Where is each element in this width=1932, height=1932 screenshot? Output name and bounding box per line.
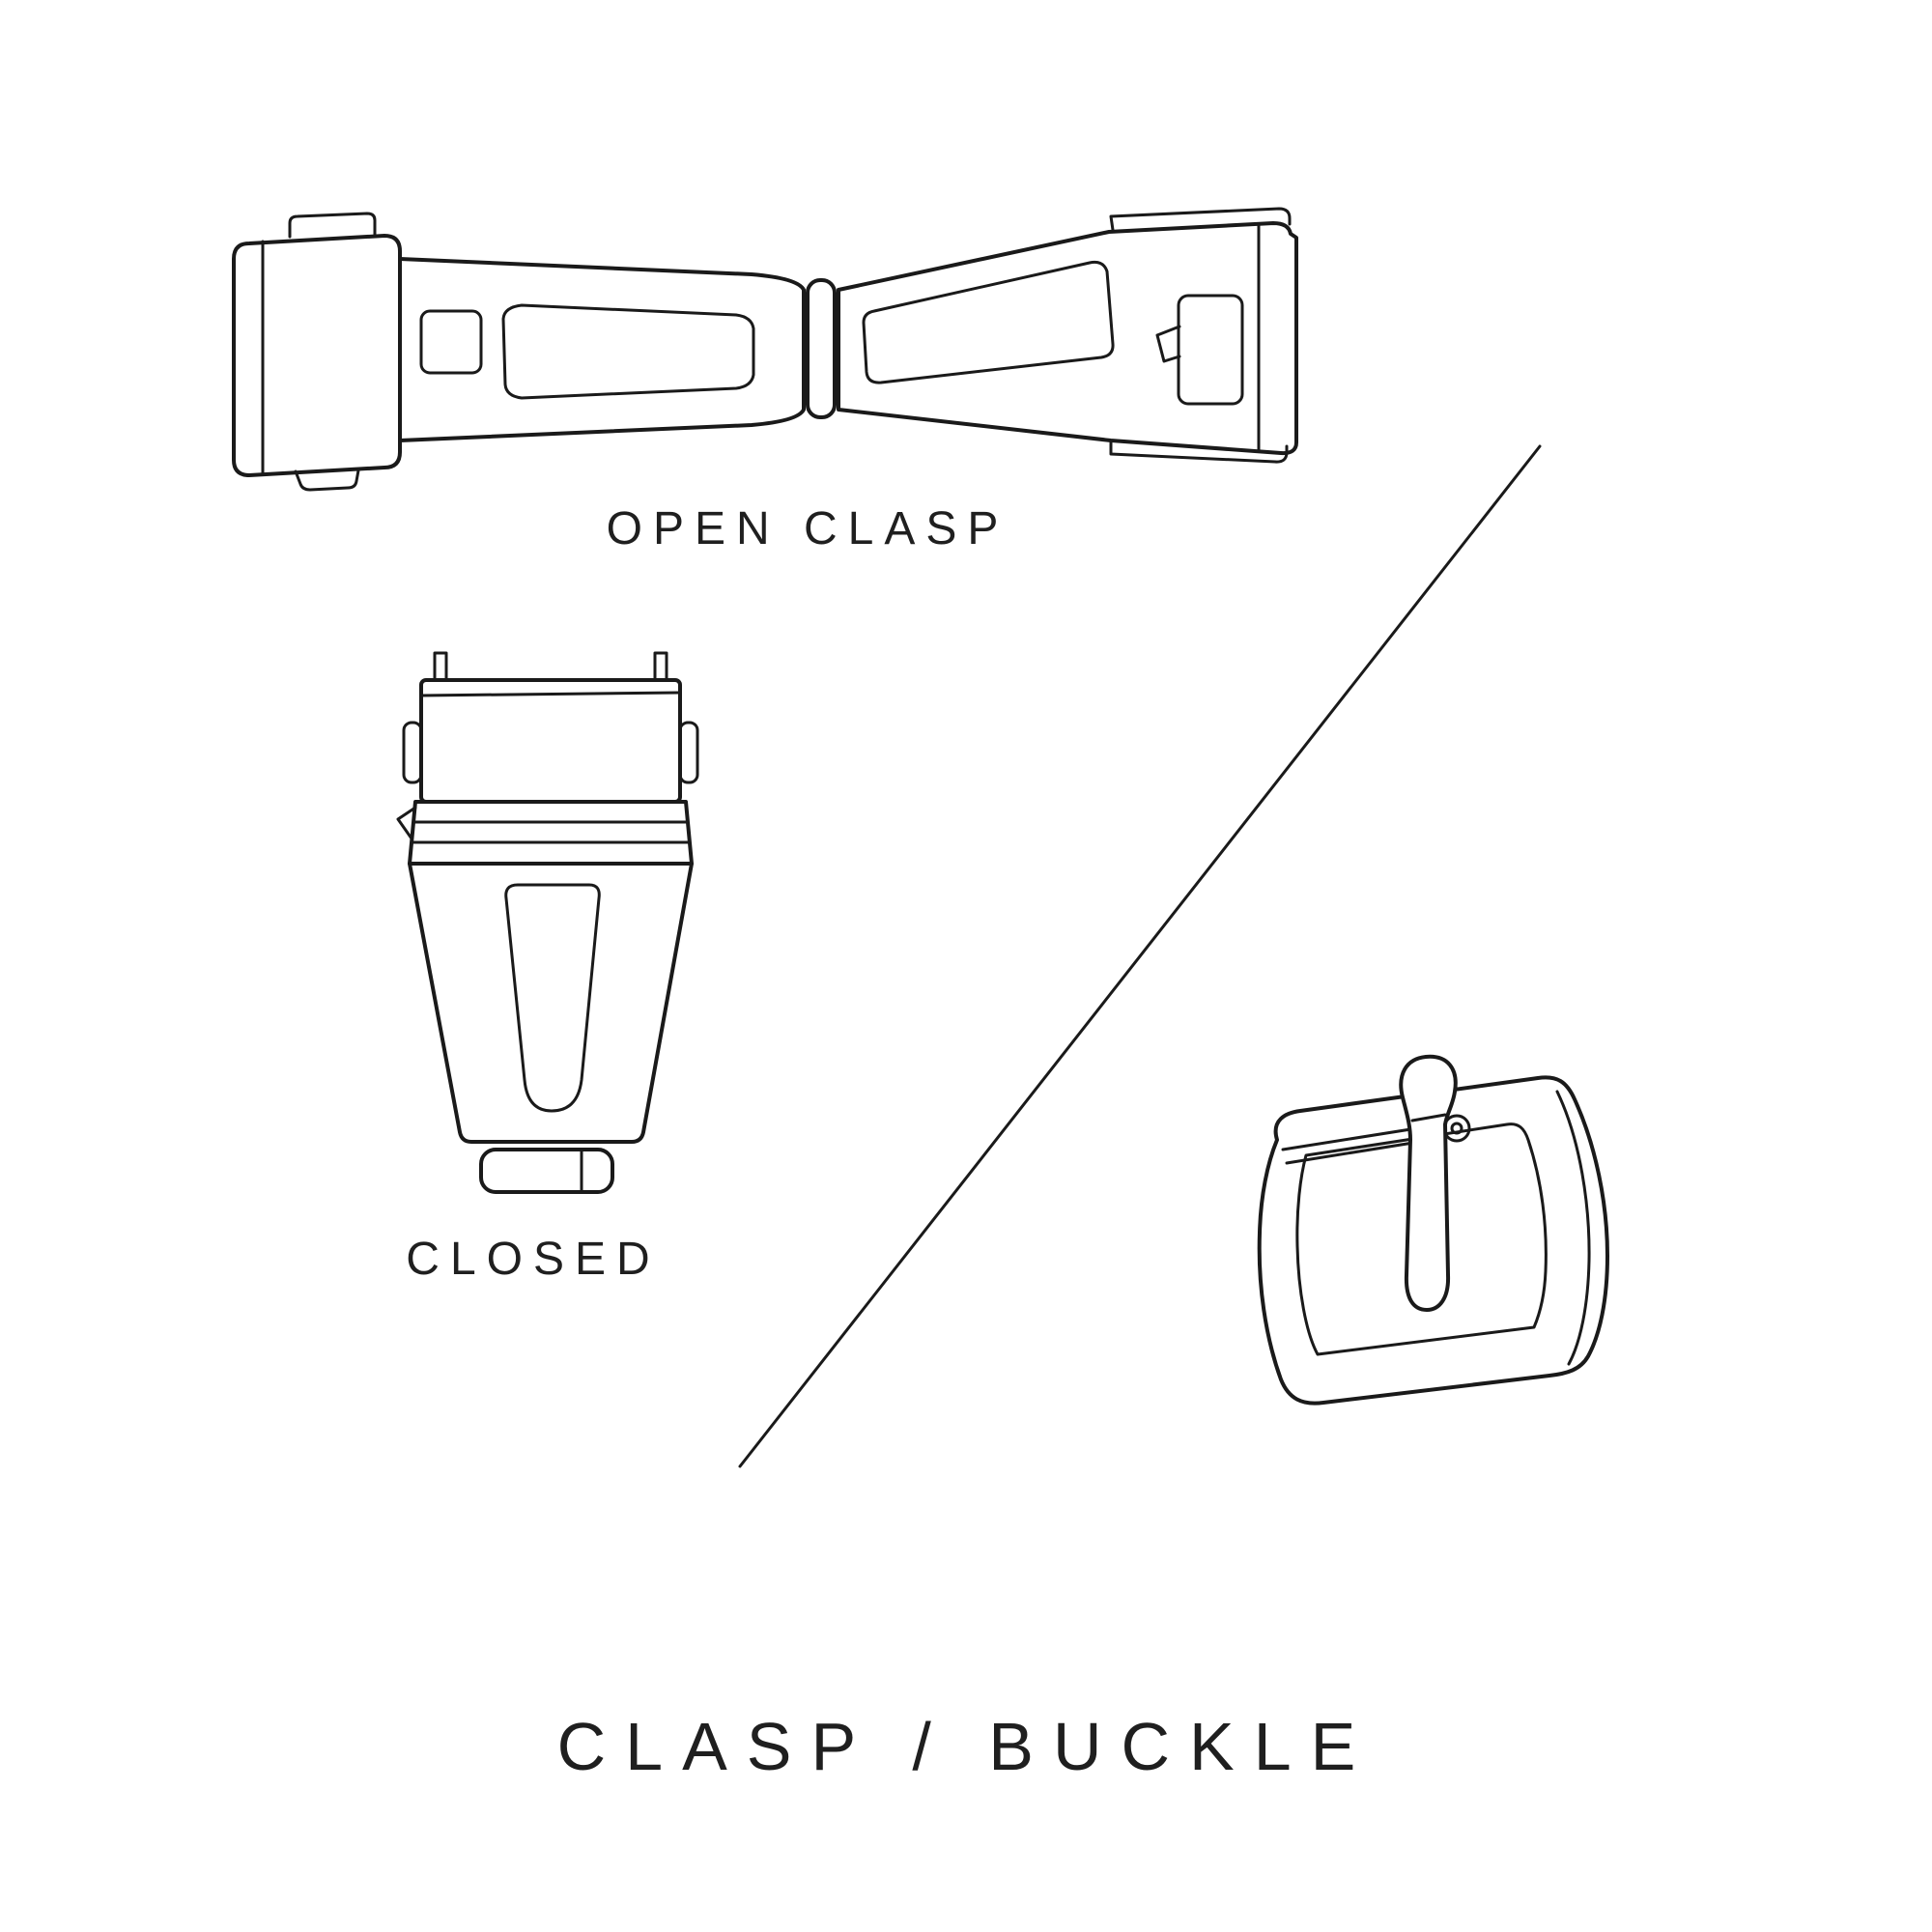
- page-title: CLASP / BUCKLE: [556, 1709, 1376, 1784]
- open-clasp-bottom-edge-plate: [1109, 440, 1289, 464]
- closed-clasp-top-cover-edge: [419, 691, 682, 697]
- diagonal-divider: [738, 444, 1542, 1468]
- open-clasp-top-edge-plate: [1109, 207, 1292, 232]
- open-clasp-left-plate-bottom-tab: [294, 469, 360, 492]
- closed-clasp-body: [408, 862, 694, 1144]
- open-clasp-left-arm: [398, 257, 806, 442]
- buckle-pin-coil-inner: [1450, 1122, 1463, 1135]
- buckle-right-roll-line: [1555, 1090, 1591, 1366]
- open-clasp-right-arm-window: [862, 260, 1115, 384]
- divider-line: [738, 444, 1542, 1468]
- closed-clasp-foot: [479, 1148, 614, 1194]
- open-clasp-left-plate: [232, 234, 402, 477]
- buckle-inner-window: [1295, 1122, 1548, 1356]
- closed-clasp-hinge-band: [408, 800, 694, 866]
- closed-clasp-body-slot: [504, 883, 601, 1113]
- buckle-outer-frame: [1257, 1075, 1609, 1406]
- closed-clasp-right-pusher: [678, 721, 699, 784]
- open-clasp-left-plate-top-tab: [288, 212, 377, 239]
- closed-clasp-top-cover: [419, 678, 682, 804]
- open-clasp-illustration: [232, 207, 1298, 492]
- closed-clasp-left-prong: [433, 651, 448, 682]
- closed-clasp-left-pusher: [402, 721, 423, 784]
- buckle-tongue: [1399, 1054, 1458, 1312]
- open-clasp-left-arm-window: [501, 303, 755, 400]
- open-clasp-keeper-hook: [1155, 325, 1181, 363]
- open-clasp-catch-button: [419, 309, 483, 375]
- closed-clasp-illustration: [396, 651, 699, 1194]
- closed-clasp-right-prong: [653, 651, 668, 682]
- closed-clasp-side-notch: [396, 806, 417, 840]
- closed-clasp-caption: CLOSED: [406, 1234, 661, 1285]
- open-clasp-keeper-loop: [1177, 294, 1244, 406]
- pin-buckle-illustration: [1257, 1054, 1609, 1406]
- open-clasp-caption: OPEN CLASP: [606, 503, 1009, 554]
- buckle-tongue-fold-line: [1410, 1113, 1447, 1122]
- open-clasp-right-arm: [837, 221, 1298, 456]
- open-clasp-center-hinge: [806, 278, 837, 419]
